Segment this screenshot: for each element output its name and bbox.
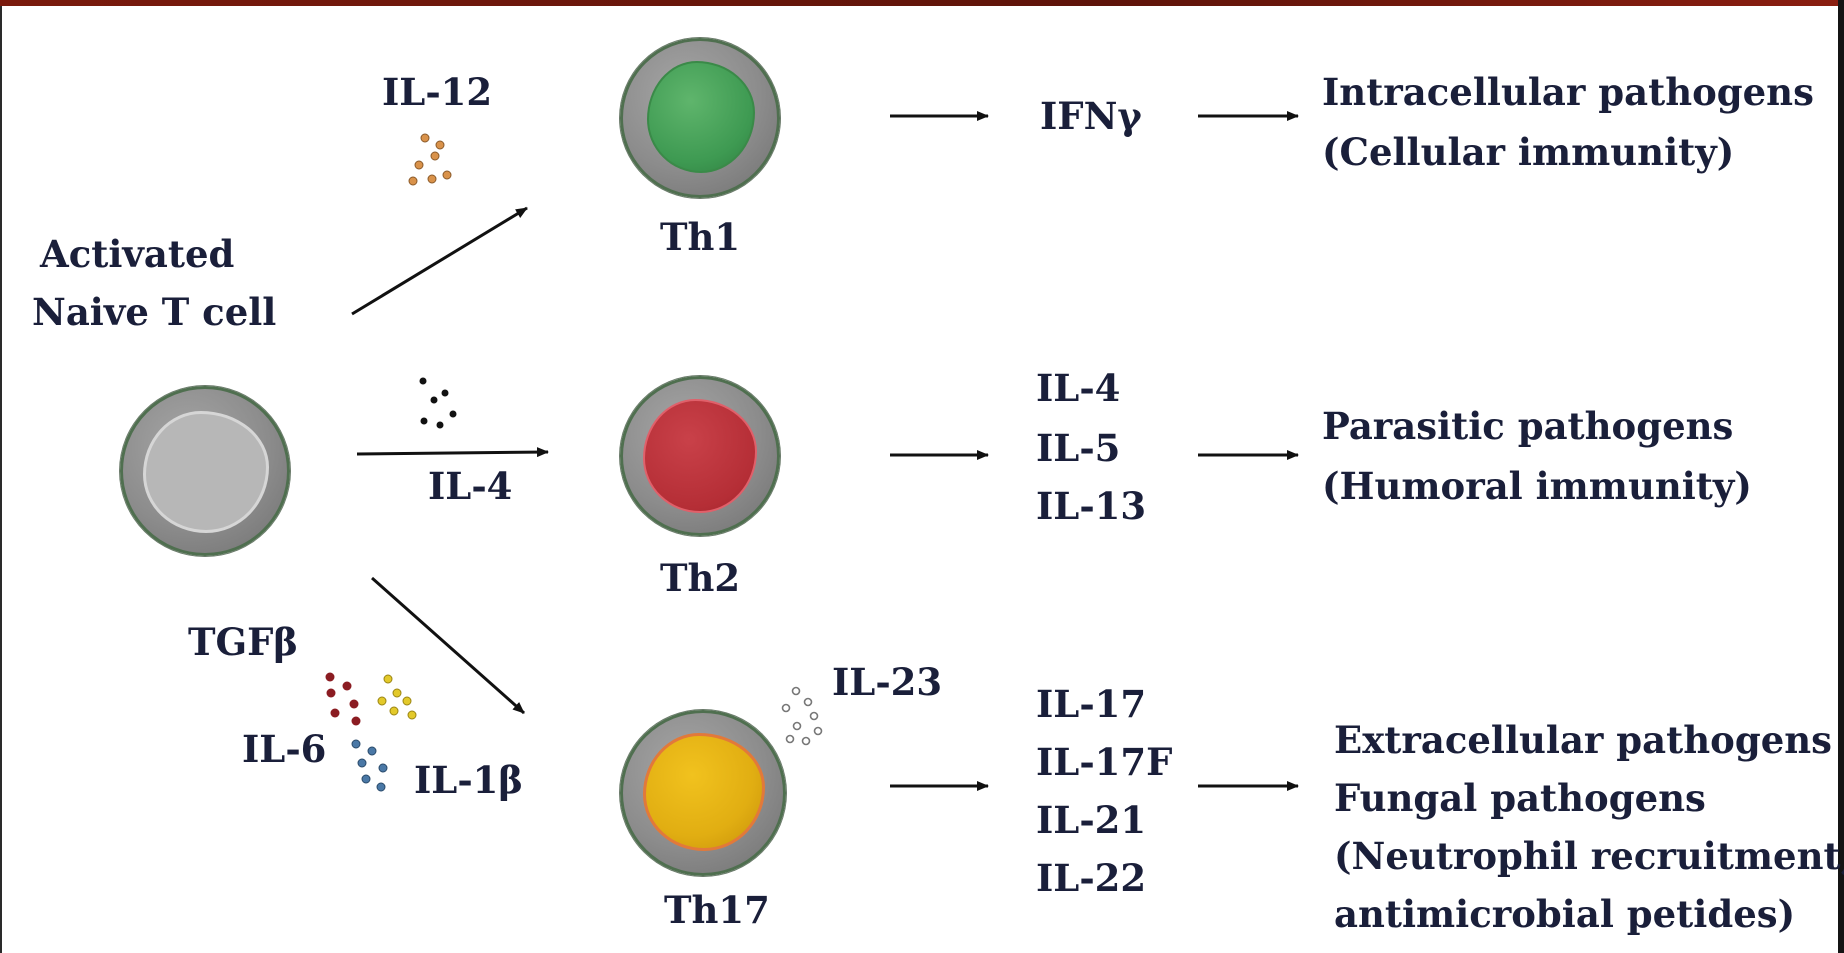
il6-dots <box>377 674 417 720</box>
th2-cell <box>620 376 780 536</box>
th17-target-line4: antimicrobial petides) <box>1334 892 1796 936</box>
th17-cytokine-il17: IL-17 <box>1036 682 1147 726</box>
right-border <box>1838 0 1844 953</box>
th1-cytokine-ifng: IFNγ <box>1040 94 1142 138</box>
th17-cytokine-il22: IL-22 <box>1036 856 1147 900</box>
top-border <box>0 0 1844 6</box>
arrow-naive-to-th17 <box>371 576 525 715</box>
th2-label: Th2 <box>660 556 741 600</box>
th1-nucleus <box>647 61 755 173</box>
th2-cytokine-il4: IL-4 <box>1036 366 1121 410</box>
th1-target-line1: Intracellular pathogens <box>1322 70 1814 114</box>
tgfb-label: TGFβ <box>188 620 298 664</box>
left-border <box>0 6 2 953</box>
th17-target-line3: (Neutrophil recruitment, <box>1334 834 1844 878</box>
th2-target-line2: (Humoral immunity) <box>1322 464 1752 508</box>
il1b-dots <box>351 739 388 792</box>
il4-dots <box>419 377 457 429</box>
tgfb-dots <box>325 672 361 726</box>
th1-target-line2: (Cellular immunity) <box>1322 130 1735 174</box>
th2-cytokine-il13: IL-13 <box>1036 484 1147 528</box>
il23-dots <box>781 686 823 746</box>
naive-cell-title-line2: Naive T cell <box>32 290 277 334</box>
th2-nucleus <box>643 399 757 513</box>
il23-label: IL-23 <box>832 660 943 704</box>
il1b-label: IL-1β <box>414 758 523 802</box>
th1-cell <box>620 38 780 198</box>
th17-target-line2: Fungal pathogens <box>1334 776 1706 820</box>
naive-t-cell-nucleus <box>143 411 269 533</box>
th2-target-line1: Parasitic pathogens <box>1322 404 1734 448</box>
th17-cytokine-il21: IL-21 <box>1036 798 1147 842</box>
naive-cell-title-line1: Activated <box>40 232 235 276</box>
th17-label: Th17 <box>664 888 770 932</box>
th17-target-line1: Extracellular pathogens <box>1334 718 1832 762</box>
naive-t-cell <box>120 386 290 556</box>
th17-cell <box>620 710 786 876</box>
th17-cytokine-il17f: IL-17F <box>1036 740 1173 784</box>
th2-cytokine-il5: IL-5 <box>1036 426 1121 470</box>
th17-nucleus <box>643 733 765 851</box>
arrow-naive-to-th2 <box>356 447 549 458</box>
il12-label: IL-12 <box>382 70 493 114</box>
th1-label: Th1 <box>660 215 741 259</box>
il4-inducer-label: IL-4 <box>428 464 513 508</box>
il6-label: IL-6 <box>242 727 327 771</box>
arrow-naive-to-th1 <box>351 206 528 316</box>
il12-dots <box>408 133 452 186</box>
